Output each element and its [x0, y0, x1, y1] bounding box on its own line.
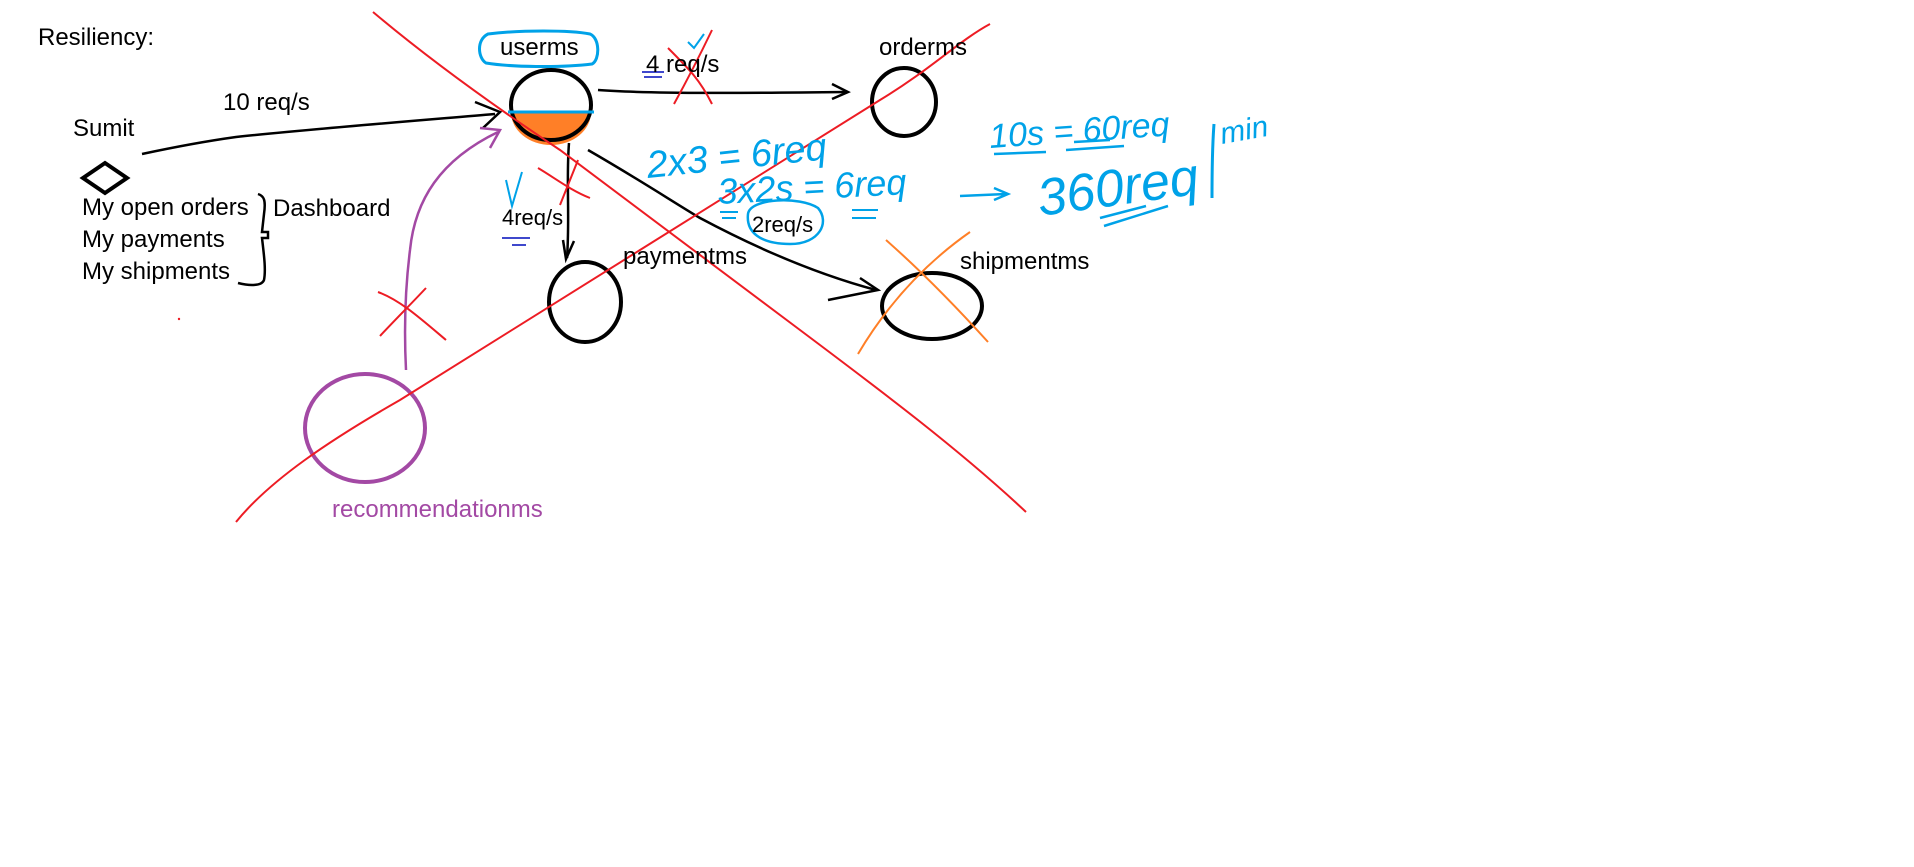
- userms-label: userms: [500, 34, 579, 61]
- dashboard-brace: [237, 192, 270, 287]
- math-unit: min: [1217, 110, 1270, 151]
- big-red-cross-line-2: [235, 23, 991, 523]
- dashboard-item-shipments: My shipments: [82, 258, 231, 285]
- rate-userms-to-paymentms: 4req/s: [502, 205, 564, 230]
- arrow-head-userms-to-orderms: [831, 82, 851, 101]
- math-line-4-underline: [1099, 204, 1169, 228]
- blue-tick-paymentms: [505, 171, 523, 210]
- underline-4req-orderms: [642, 71, 664, 78]
- shipmentms-node: [880, 271, 984, 341]
- arrow-user-to-userms: [141, 112, 496, 156]
- arrow-recommendationms-to-userms: [403, 130, 499, 371]
- big-red-cross-line-1: [372, 11, 1027, 513]
- arrow-head-recommendationms-to-userms: [479, 126, 503, 149]
- arrow-head-userms-to-shipmentms: [827, 276, 882, 302]
- user-diamond-icon: [79, 160, 131, 196]
- circle-2req: [746, 199, 825, 246]
- math-line-2-equals: [720, 209, 878, 219]
- user-label: Sumit: [73, 115, 135, 142]
- math-line-4: 360req: [1034, 148, 1202, 228]
- red-cross-recommendation-link-1: [377, 291, 447, 341]
- arrow-head-userms-to-paymentms: [561, 239, 576, 264]
- red-cross-paymentms-link-2: [559, 159, 579, 206]
- blue-tick-orderms: [687, 33, 705, 50]
- dashboard-item-open-orders: My open orders: [82, 194, 249, 221]
- arrow-userms-to-paymentms: [565, 142, 571, 259]
- dashboard-item-payments: My payments: [82, 226, 225, 253]
- math-divider: [1210, 123, 1216, 199]
- orderms-node: [870, 66, 938, 138]
- paymentms-label: paymentms: [623, 243, 748, 270]
- math-line-3-underline: [993, 138, 1125, 156]
- rate-user-to-userms: 10 req/s: [223, 89, 310, 116]
- rate-userms-to-shipmentms: 2req/s: [752, 212, 814, 237]
- paymentms-node: [547, 260, 623, 344]
- math-arrow: [959, 186, 1012, 202]
- orange-cross-shipmentms-1: [885, 239, 989, 343]
- red-cross-orderms-link-1: [667, 47, 713, 105]
- recommendationms-node: [303, 372, 427, 484]
- userms-highlight: [478, 29, 600, 69]
- arrow-userms-to-orderms: [597, 88, 847, 95]
- red-cross-orderms-link-2: [673, 29, 713, 105]
- red-cross-recommendation-link-2: [379, 287, 427, 337]
- userms-node: [509, 68, 593, 142]
- arrow-head-user-to-userms: [474, 100, 503, 129]
- arrow-userms-to-shipmentms: [587, 148, 877, 292]
- math-line-2: 3x2s = 6req: [716, 161, 907, 212]
- red-cross-paymentms-link-1: [537, 167, 591, 199]
- red-dot: [177, 317, 181, 321]
- rate-userms-to-orderms: 4 req/s: [646, 51, 720, 78]
- underline-4req-paymentms: [502, 237, 530, 246]
- orderms-label: orderms: [879, 34, 968, 61]
- orange-cross-shipmentms-2: [857, 231, 971, 355]
- recommendationms-label: recommendationms: [332, 496, 543, 523]
- page-title: Resiliency:: [38, 24, 155, 51]
- dashboard-label: Dashboard: [273, 195, 391, 222]
- shipmentms-label: shipmentms: [960, 248, 1090, 275]
